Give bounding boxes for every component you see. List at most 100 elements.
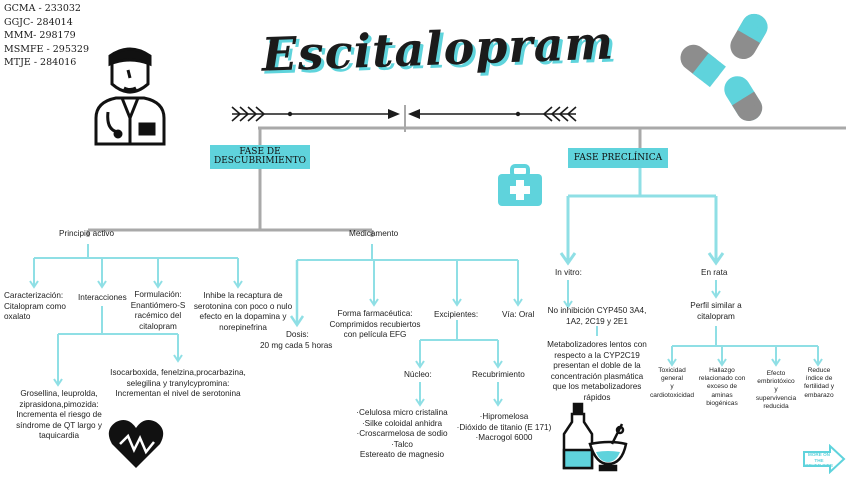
text-line: presentan el doble de la	[553, 361, 641, 370]
text-line: fertilidad y	[803, 383, 835, 391]
node-no-inhibicion: No inhibición CYP450 3A4, 1A2, 2C19 y 2E…	[544, 306, 650, 327]
text-line: Grosellina, leuprolda,	[20, 389, 98, 398]
text-line: Hallazgo	[709, 367, 735, 374]
node-medicamento: Medicamento	[349, 229, 399, 238]
text-line: que los metabolizadores	[552, 382, 642, 391]
text-line: selegilina y tranylcypromina:	[126, 378, 230, 388]
decorative-arrows-icon	[231, 106, 577, 122]
text-line: 1A2, 2C19 y 2E1	[566, 316, 628, 326]
text-line: Incrementa el riesgo de	[16, 410, 102, 419]
author-entry: MSMFE - 295329	[4, 43, 90, 55]
node-in-vitro: In vitro:	[555, 268, 582, 277]
text-line: reducida	[763, 402, 789, 410]
list-nucleo: ·Celulosa micro cristalina ·Silke coloid…	[350, 408, 454, 461]
text-line: Toxicidad	[658, 367, 686, 374]
text-line: Inhibe la recaptura de	[203, 291, 283, 300]
text-line: índice de	[805, 375, 833, 383]
text-line: Forma farmacéutica:	[337, 309, 413, 318]
banner-fase-preclinica: FASE PRECLÍNICA	[568, 148, 668, 168]
node-metabolizadores: Metabolizadores lentos con respecto a la…	[544, 340, 650, 403]
text-line: citalopram	[139, 321, 177, 331]
node-excipientes: Excipientes:	[434, 310, 479, 319]
node-recubrimiento: Recubrimiento	[472, 370, 525, 379]
finding-embriotoxico: Efecto embriotóxico y supervivencia redu…	[748, 370, 804, 411]
node-via: Vía: Oral	[502, 310, 535, 319]
node-interacciones-serotonina: Isocarboxida, fenelzina,procarbazina, se…	[106, 368, 250, 400]
pills-icon	[680, 13, 768, 121]
badge-line: OTHER SIDE	[804, 463, 834, 469]
text-line: Citalopram como	[4, 301, 66, 311]
text-line: Reduce	[807, 367, 831, 374]
text-line: aminas	[711, 391, 733, 399]
text-line: biogénicas	[706, 399, 738, 407]
text-line: Caracterización:	[4, 291, 64, 300]
node-en-rata: En rata	[701, 268, 728, 277]
node-nucleo: Núcleo:	[404, 370, 432, 379]
list-recubrimiento: ·Hipromelosa ·Dióxido de titanio (E 171)…	[452, 412, 556, 444]
text-line: cardiotoxicidad	[650, 391, 694, 399]
author-entry: MMM- 298179	[4, 30, 76, 42]
broken-heart-icon	[108, 420, 164, 468]
arrow-right-icon	[803, 444, 846, 474]
list-item: ·Silke coloidal anhidra	[361, 418, 443, 428]
text-line: embarazo	[804, 391, 834, 399]
author-entry: MTJE - 284016	[4, 57, 77, 69]
text-line: y	[670, 383, 674, 391]
badge-more-other-side: MORE ON THE OTHER SIDE	[804, 452, 834, 469]
author-entry: GGJC- 284014	[4, 16, 73, 28]
node-caracterizacion: Caracterización: Citalopram como oxalato	[4, 291, 66, 323]
text-line: relacionado con	[698, 375, 746, 383]
text-line: citalopram	[697, 311, 735, 321]
banner-fase-descubrimiento: FASE DE DESCUBRIMIENTO	[210, 145, 310, 169]
text-line: Enantiómero-S	[130, 300, 186, 310]
node-formulacion: Formulación: Enantiómero-S racémico del …	[126, 290, 190, 332]
node-perfil-similar: Perfil similar a citalopram	[672, 301, 760, 322]
text-line: No inhibición CYP450 3A4,	[547, 306, 647, 315]
text-line: Isocarboxida, fenelzina,procarbazina,	[110, 368, 246, 377]
text-line: efecto en la dopamina y	[199, 312, 287, 321]
node-forma-farmaceutica: Forma farmacéutica: Comprimidos recubier…	[322, 309, 428, 341]
text-line: norepinefrina	[219, 322, 267, 332]
text-line: serotonina con poco o nulo	[193, 301, 293, 311]
text-line: ziprasidona,pimozida:	[19, 399, 99, 409]
text-line: síndrome de QT largo y	[16, 420, 102, 430]
text-line: rápidos	[583, 392, 611, 402]
page-title: Escitalopram	[260, 15, 615, 82]
banner-label-line2: DESCUBRIMIENTO	[214, 156, 306, 166]
list-item: ·Macrogol 6000	[475, 433, 533, 442]
text-line: Efecto	[766, 370, 786, 377]
banner-label-line1: FASE DE	[239, 147, 281, 157]
node-interacciones: Interacciones	[78, 293, 127, 302]
node-interacciones-qt: Grosellina, leuprolda, ziprasidona,pimoz…	[8, 389, 110, 442]
list-item: ·Talco	[391, 439, 413, 449]
text-line: respecto a la CYP2C19	[554, 350, 640, 360]
badge-line: MORE ON THE	[808, 452, 830, 463]
finding-fertilidad: Reduce índice de fertilidad y embarazo	[794, 367, 844, 400]
text-line: Metabolizadores lentos con	[547, 340, 647, 349]
text-line: con película EFG	[343, 330, 407, 339]
list-item: ·Celulosa micro cristalina	[356, 408, 448, 417]
first-aid-kit-icon	[498, 164, 542, 206]
text-line: taquicardia	[38, 431, 80, 440]
list-item: Estereato de magnesio	[359, 450, 445, 459]
text-line: supervivencia	[755, 394, 797, 402]
node-principio-activo: Principio activo	[59, 229, 115, 238]
text-line: Incrementan el nivel de serotonina	[115, 389, 241, 398]
list-item: ·Hipromelosa	[479, 412, 529, 421]
author-list: GCMA - 233032 GGJC- 284014 MMM- 298179 M…	[4, 2, 89, 70]
doctor-icon	[94, 47, 166, 146]
text-line: embriotóxico	[757, 378, 795, 386]
text-line: concentración plasmática	[550, 371, 644, 381]
text-line: Perfil similar a	[690, 301, 742, 310]
finding-aminas: Hallazgo relacionado con exceso de amina…	[692, 367, 752, 408]
text-line: Comprimidos recubiertos	[329, 319, 421, 329]
author-entry: GCMA - 233032	[4, 3, 81, 14]
list-item: ·Croscarmelosa de sodio	[356, 429, 448, 438]
lab-flasks-icon	[562, 402, 628, 472]
list-item: ·Dióxido de titanio (E 171)	[456, 422, 552, 432]
node-mecanismo: Inhibe la recaptura de serotonina con po…	[192, 291, 294, 333]
text-line: racémico del	[134, 311, 182, 320]
banner-label: FASE PRECLÍNICA	[573, 152, 663, 163]
finding-toxicidad: Toxicidad general y cardiotoxicidad	[642, 367, 702, 400]
